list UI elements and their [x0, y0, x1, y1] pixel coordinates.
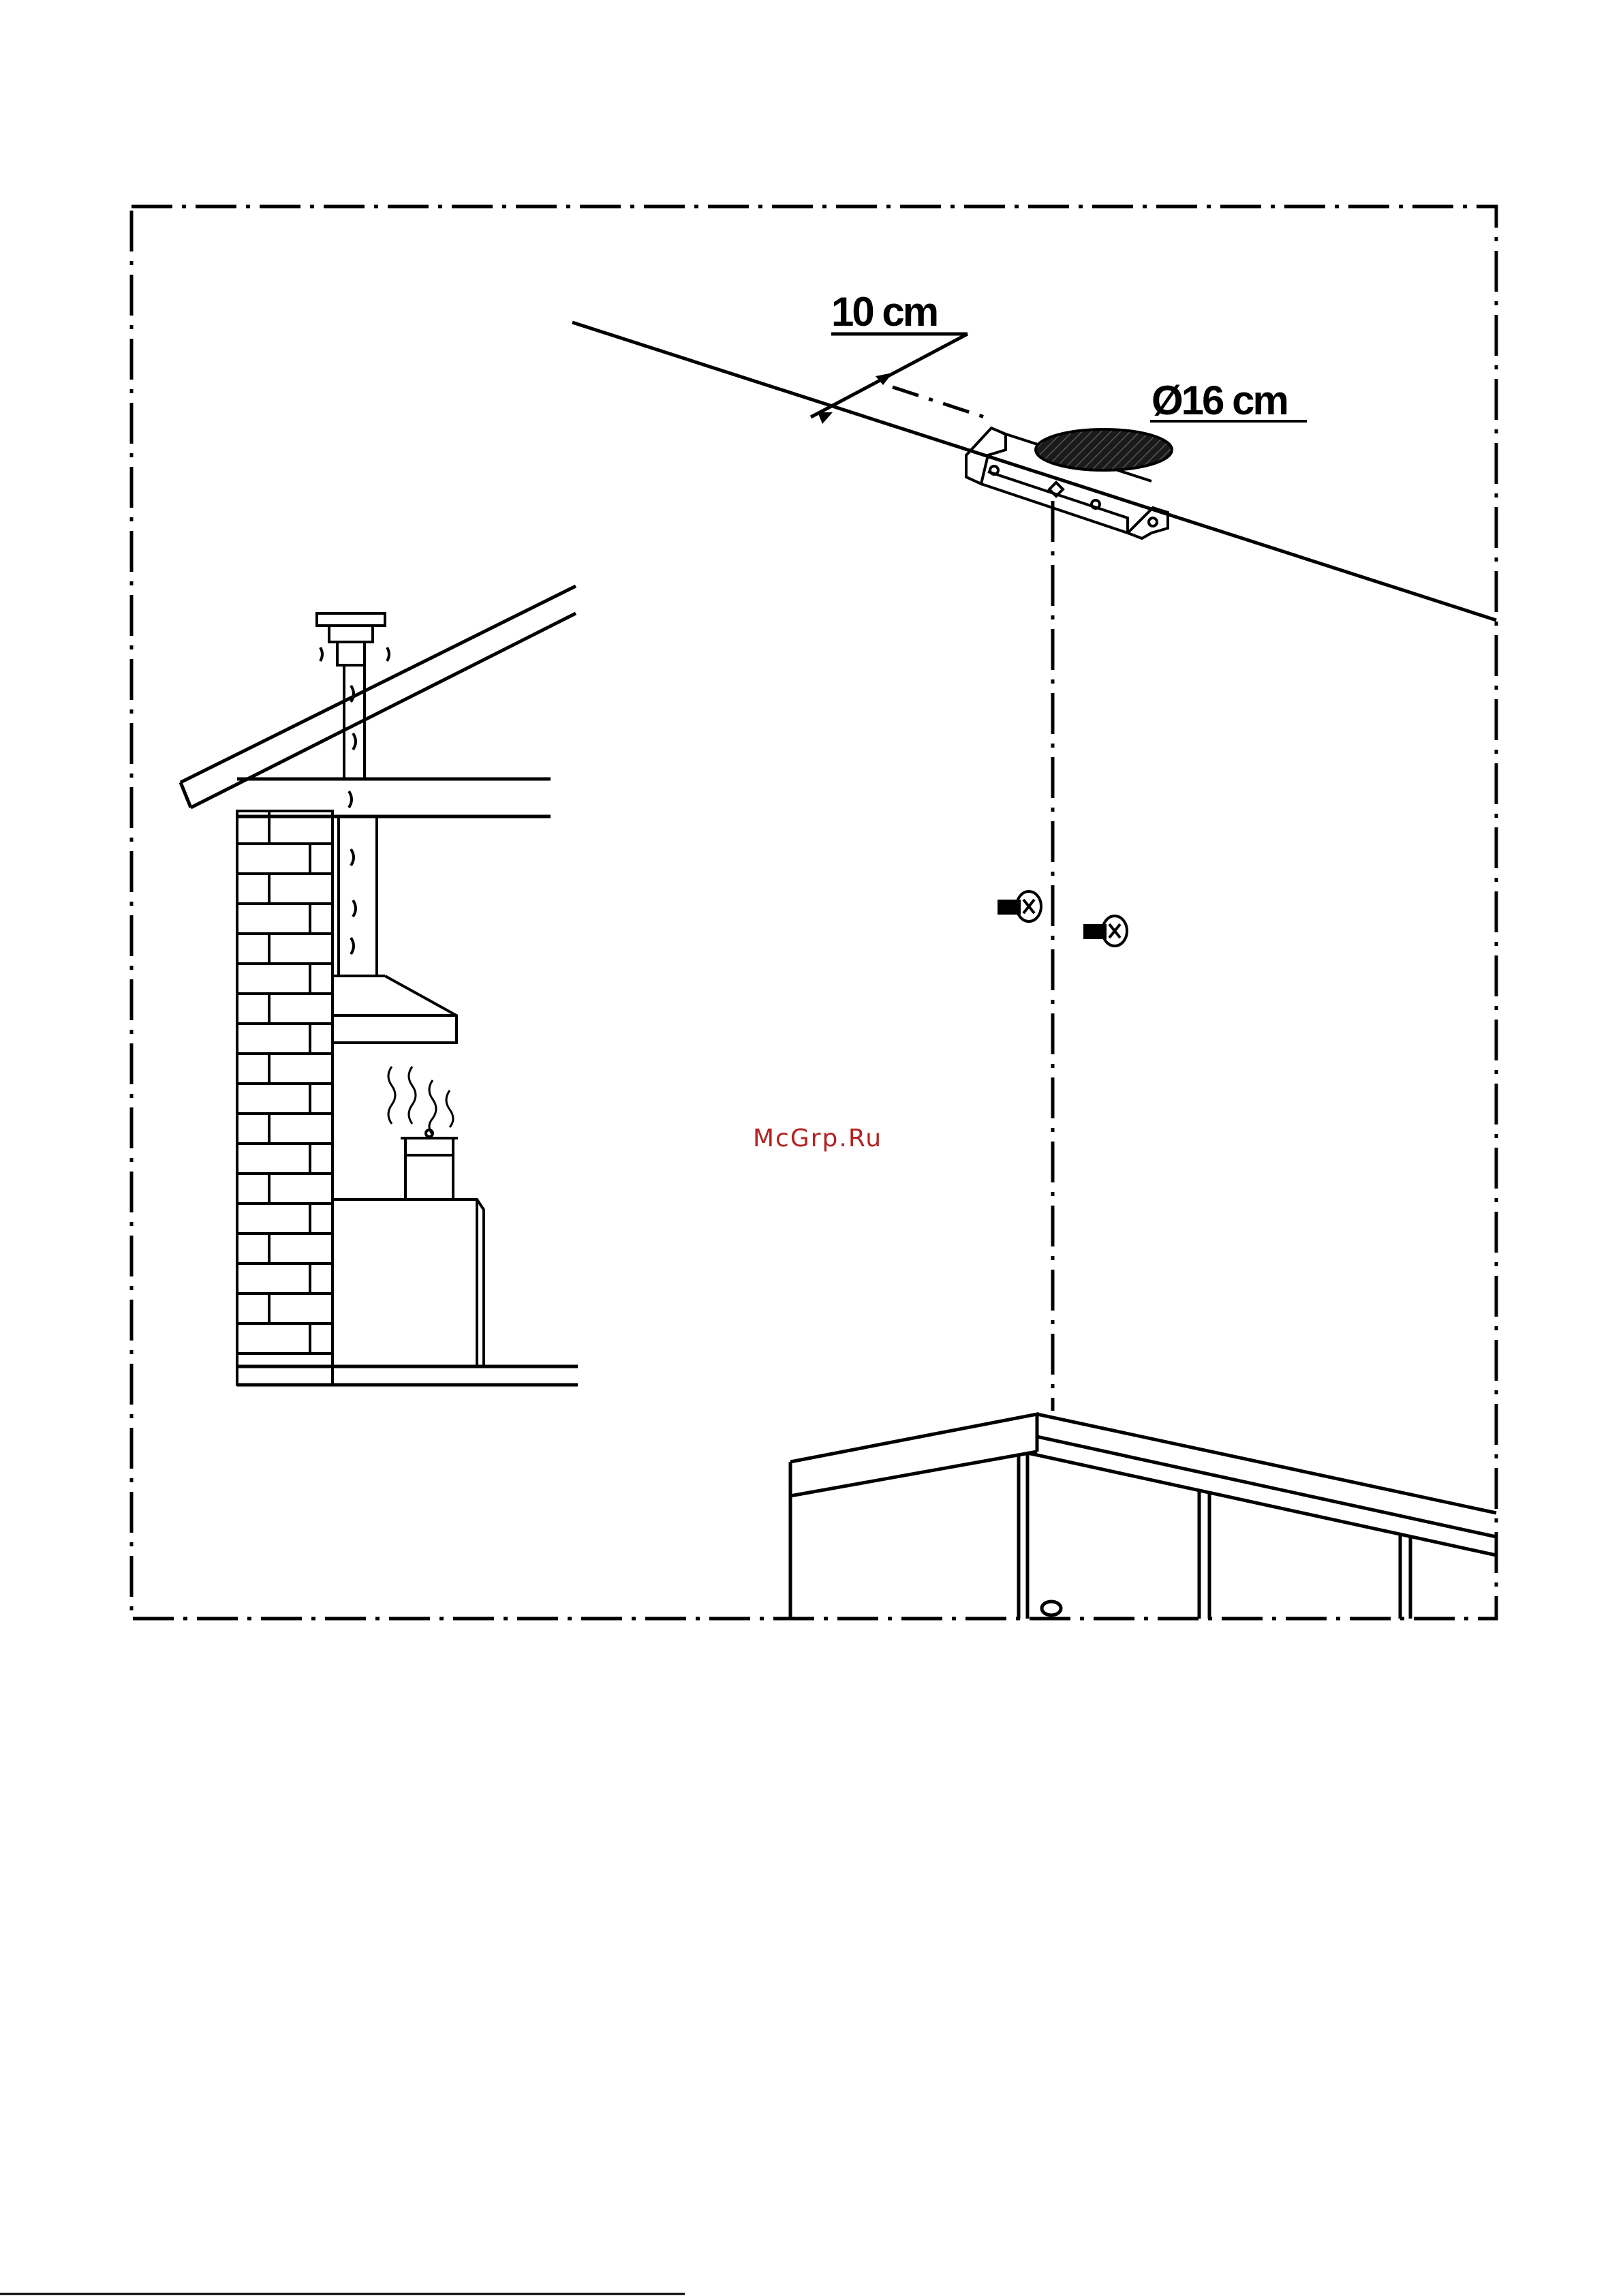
- cooker-hood: [333, 976, 457, 1043]
- house-cross-section: [181, 586, 578, 1385]
- duct-opening: [1036, 429, 1172, 470]
- steam-icon: [388, 1067, 453, 1135]
- kitchen-cabinets: [790, 1414, 1496, 1619]
- dimension-label-16cm: Ø16 cm: [1151, 378, 1287, 423]
- stove: [333, 1199, 484, 1366]
- screw-icon: [999, 891, 1041, 921]
- dashed-frame: [132, 206, 1496, 1619]
- ceiling-edge-line: [572, 322, 1496, 620]
- dimension-10cm: [811, 334, 985, 424]
- ceiling-installation: [572, 322, 1496, 1619]
- roof: [181, 586, 576, 808]
- brick-wall: [237, 811, 333, 1385]
- dimension-label-10cm: 10 cm: [831, 289, 937, 335]
- chimney-duct: [317, 613, 389, 976]
- pot-icon: [401, 1130, 458, 1199]
- screw-icon: [1085, 916, 1127, 946]
- watermark: McGrp.Ru: [681, 1124, 954, 1152]
